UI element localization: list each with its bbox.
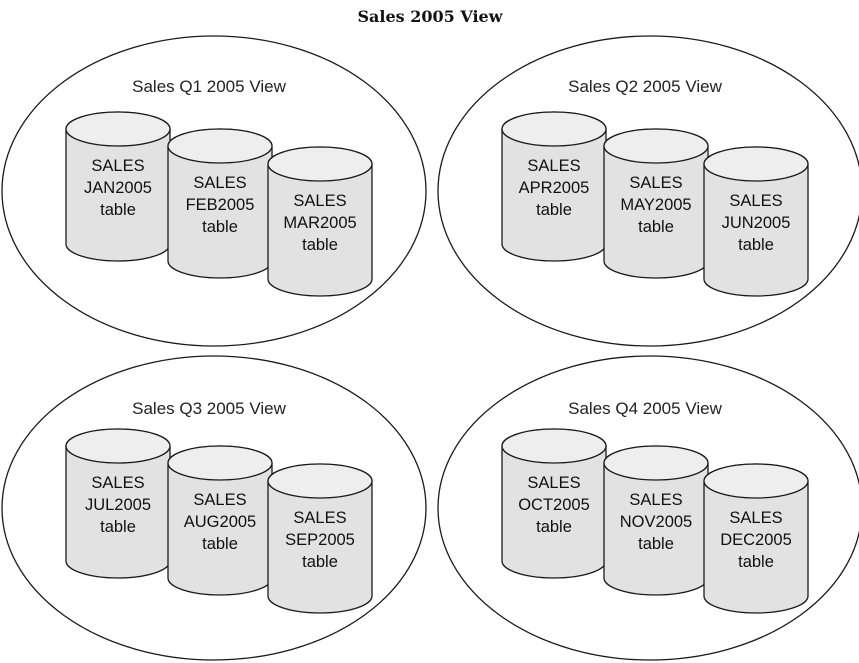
table-label-line: SALES (527, 474, 580, 492)
table-label-line: JAN2005 (84, 179, 152, 197)
table-label-line: MAY2005 (620, 196, 691, 214)
diagram-title: Sales 2005 View (357, 7, 503, 26)
table-label-line: JUL2005 (85, 496, 151, 514)
view-label: Sales Q1 2005 View (132, 77, 286, 96)
table-label-line: FEB2005 (186, 196, 255, 214)
table-cylinder: SALES DEC2005 table (703, 463, 809, 614)
table-label-line: AUG2005 (184, 513, 256, 531)
table-label-line: table (638, 535, 674, 553)
table-label-line: MAR2005 (283, 214, 356, 232)
table-label-line: SALES (91, 474, 144, 492)
table-label-line: SALES (293, 192, 346, 210)
table-label-line: OCT2005 (518, 496, 590, 514)
view-group: Sales Q1 2005 ViewSALESJAN2005tableSALES… (1, 35, 427, 347)
table-label-line: NOV2005 (620, 513, 692, 531)
table-cylinder: SALES MAY2005 table (603, 128, 709, 279)
table-label-line: SEP2005 (285, 531, 355, 549)
cylinder-top (603, 128, 709, 164)
view-label: Sales Q4 2005 View (568, 399, 722, 418)
table-label-line: table (738, 553, 774, 571)
table-label-line: table (536, 518, 572, 536)
table-label-line: SALES (193, 174, 246, 192)
cylinder-top (267, 146, 373, 182)
table-cylinder: SALES MAR2005 table (267, 146, 373, 297)
table-label-line: DEC2005 (720, 531, 792, 549)
table-label-line: table (638, 218, 674, 236)
table-cylinder: SALES JUL2005 table (65, 428, 171, 579)
table-label-line: SALES (293, 509, 346, 527)
table-label-line: SALES (193, 491, 246, 509)
table-label-line: table (302, 236, 338, 254)
table-label-line: SALES (729, 192, 782, 210)
table-cylinder: SALES SEP2005 table (267, 463, 373, 614)
view-group: Sales Q3 2005 ViewSALESJUL2005tableSALES… (1, 355, 427, 661)
table-label-line: APR2005 (519, 179, 590, 197)
views-layer: Sales Q1 2005 ViewSALESJAN2005tableSALES… (1, 35, 859, 661)
table-label-line: table (100, 201, 136, 219)
table-cylinder: SALES OCT2005 table (501, 428, 607, 579)
table-label-line: SALES (729, 509, 782, 527)
cylinder-top (703, 463, 809, 499)
table-label-line: table (536, 201, 572, 219)
table-label-line: SALES (91, 157, 144, 175)
table-cylinder: SALES FEB2005 table (167, 128, 273, 279)
table-cylinder: SALES JUN2005 table (703, 146, 809, 297)
table-label-line: table (202, 535, 238, 553)
cylinder-top (603, 445, 709, 481)
table-cylinder: SALES AUG2005 table (167, 445, 273, 596)
cylinder-top (703, 146, 809, 182)
table-label-line: table (202, 218, 238, 236)
table-label-line: SALES (629, 491, 682, 509)
view-group: Sales Q4 2005 ViewSALESOCT2005tableSALES… (437, 355, 859, 661)
table-cylinder: SALES NOV2005 table (603, 445, 709, 596)
table-label-line: JUN2005 (722, 214, 791, 232)
table-label-line: SALES (629, 174, 682, 192)
cylinder-top (65, 111, 171, 147)
table-label-line: table (302, 553, 338, 571)
cylinder-top (501, 111, 607, 147)
view-group: Sales Q2 2005 ViewSALESAPR2005tableSALES… (437, 35, 859, 347)
cylinder-top (167, 128, 273, 164)
cylinder-top (65, 428, 171, 464)
cylinder-top (267, 463, 373, 499)
table-label-line: table (738, 236, 774, 254)
table-cylinder: SALES JAN2005 table (65, 111, 171, 262)
table-label-line: table (100, 518, 136, 536)
view-label: Sales Q3 2005 View (132, 399, 286, 418)
table-label-line: SALES (527, 157, 580, 175)
table-cylinder: SALES APR2005 table (501, 111, 607, 262)
cylinder-top (167, 445, 273, 481)
view-label: Sales Q2 2005 View (568, 77, 722, 96)
cylinder-top (501, 428, 607, 464)
